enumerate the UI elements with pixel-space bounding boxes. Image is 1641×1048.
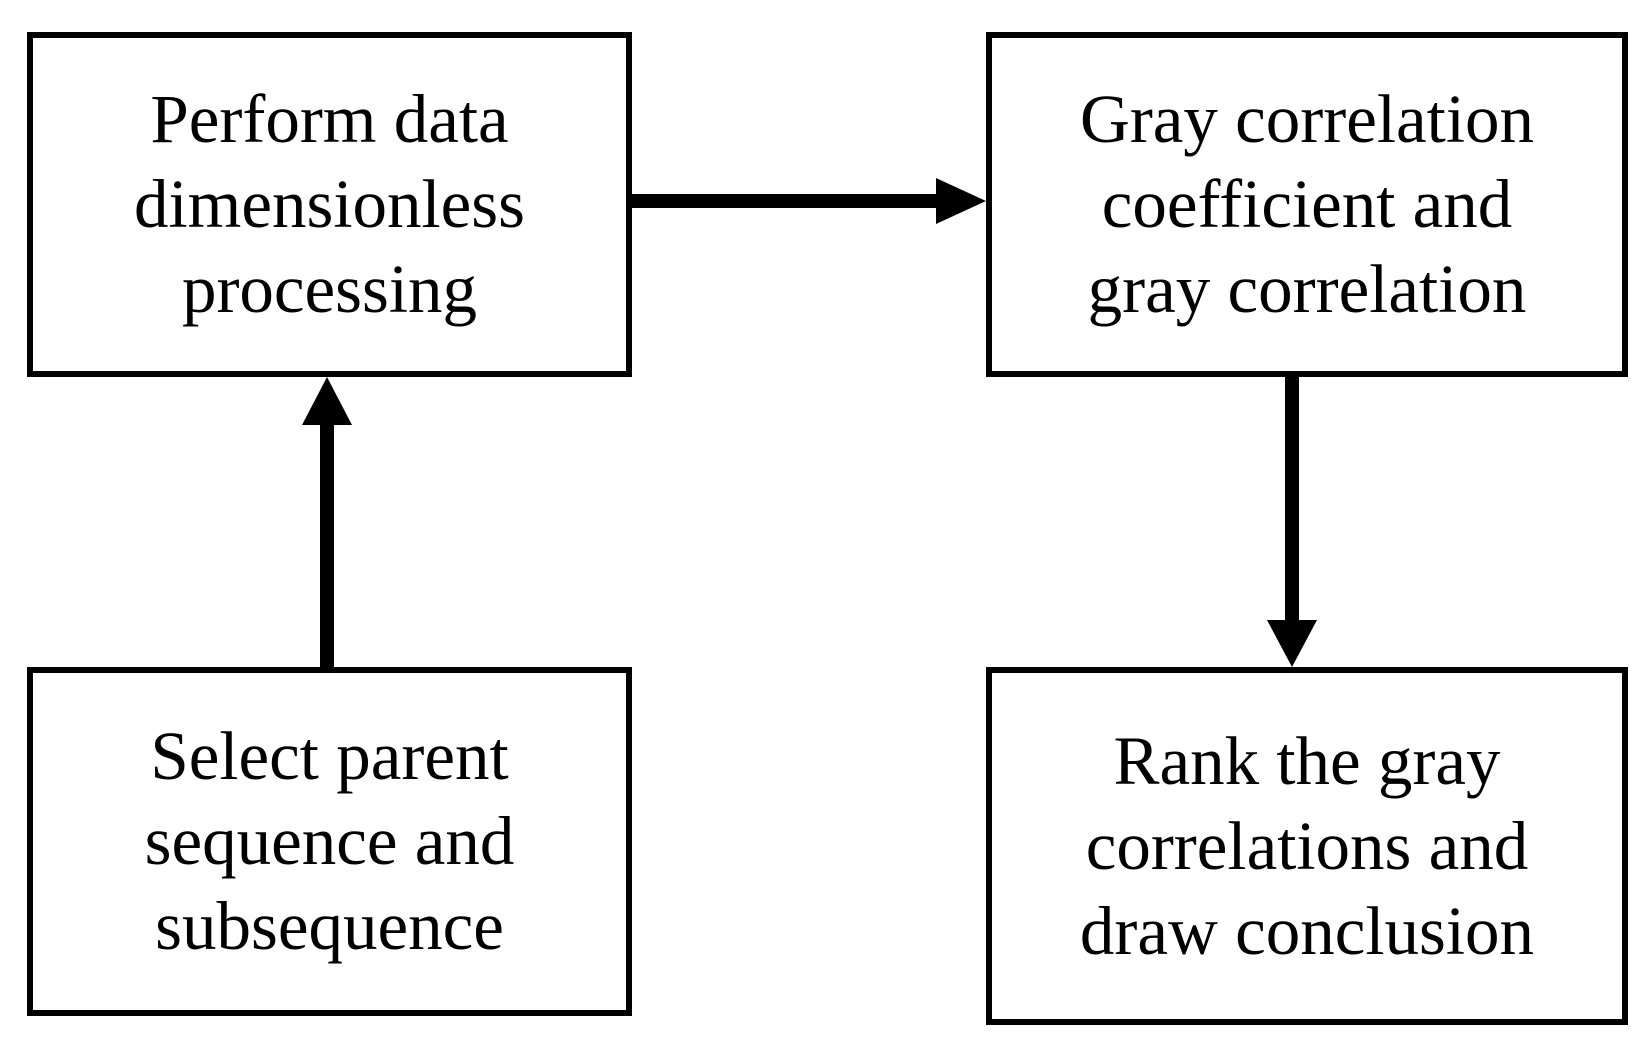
step-text-line: coefficient and (1101, 166, 1513, 242)
step-text-line: subsequence (155, 888, 504, 964)
arrow-shaft (320, 420, 334, 667)
step-text-line: sequence and (144, 803, 515, 879)
step-text-line: dimensionless (134, 166, 525, 242)
step-text-line: gray correlation (1087, 251, 1527, 327)
arrow-shaft (1285, 377, 1299, 623)
step-text-line: processing (181, 251, 478, 327)
step-text-line: Gray correlation (1079, 81, 1535, 157)
arrow-dimensionless-to-correlation (632, 178, 986, 224)
arrow-head (936, 178, 986, 224)
arrow-shaft (632, 194, 938, 208)
arrow-head (302, 377, 352, 425)
step-text-line: correlations and (1085, 807, 1529, 884)
step-text-line: draw conclusion (1079, 892, 1535, 969)
step-select-sequences: Select parent sequence and subsequence (27, 667, 632, 1016)
step-text-line: Select parent (150, 718, 509, 794)
step-gray-correlation: Gray correlation coefficient and gray co… (986, 32, 1628, 377)
arrow-head (1267, 620, 1317, 667)
arrow-select-to-dimensionless (302, 377, 352, 667)
step-dimensionless-processing: Perform data dimensionless processing (27, 32, 632, 377)
step-text-line: Perform data (150, 81, 509, 157)
step-text-line: Rank the gray (1113, 722, 1501, 799)
step-rank-conclusion: Rank the gray correlations and draw conc… (986, 667, 1628, 1025)
arrow-correlation-to-rank (1267, 377, 1317, 667)
